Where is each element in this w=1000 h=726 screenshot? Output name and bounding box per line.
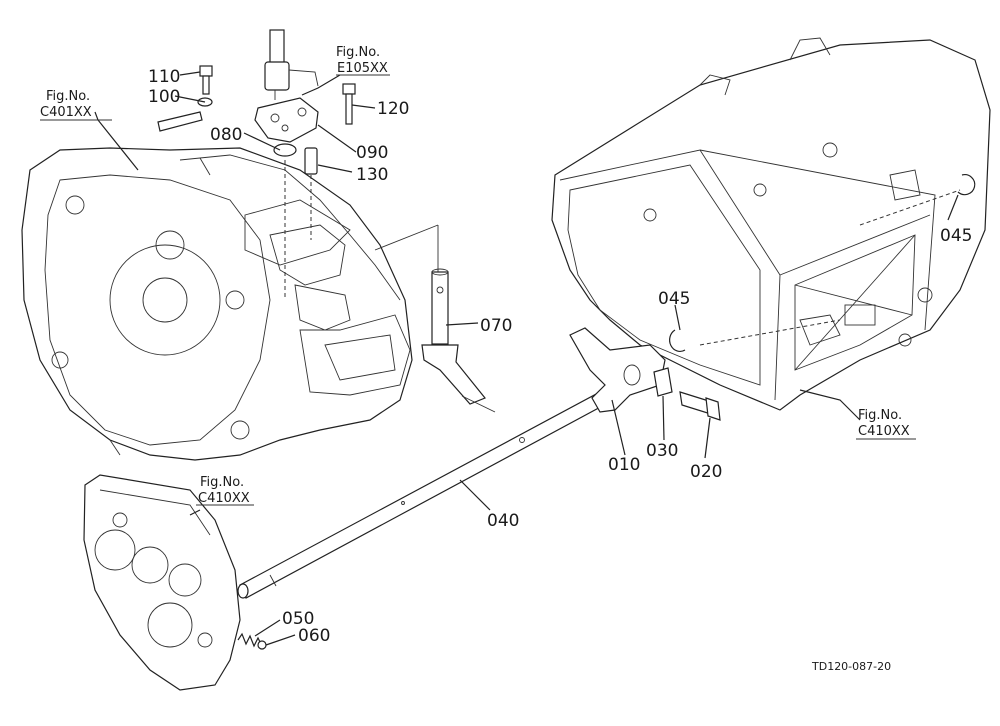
part-label-050: 050 xyxy=(282,609,314,629)
oring-080 xyxy=(273,143,297,157)
ball-060 xyxy=(257,640,267,650)
fig-ref-label-e105: Fig.No. xyxy=(336,45,380,60)
circlip-045-lower xyxy=(669,329,686,353)
part-label-110: 110 xyxy=(148,67,180,87)
part-label-020: 020 xyxy=(690,462,722,482)
fig-ref-code-c410-left: C410XX xyxy=(198,491,250,506)
bolt-120 xyxy=(342,83,356,125)
part-label-130: 130 xyxy=(356,165,388,185)
fig-ref-code-c410-right: C410XX xyxy=(858,424,910,439)
right-transmission-case xyxy=(551,37,991,411)
part-label-030: 030 xyxy=(646,441,678,461)
fig-ref-code-e105: E105XX xyxy=(337,61,388,76)
drawing-code: TD120-087-20 xyxy=(811,660,891,673)
shift-fork xyxy=(569,327,666,413)
left-transmission-housing xyxy=(21,147,413,461)
fork-bolt xyxy=(679,391,721,421)
fig-ref-label-c410-right: Fig.No. xyxy=(858,408,902,423)
lock-plate xyxy=(653,367,673,397)
plate-100 xyxy=(157,111,203,132)
bolt-110 xyxy=(199,65,213,95)
top-bracket-assembly xyxy=(254,29,319,300)
part-label-010: 010 xyxy=(608,455,640,475)
fig-ref-label-c410-left: Fig.No. xyxy=(200,475,244,490)
part-label-070: 070 xyxy=(480,316,512,336)
spring-050 xyxy=(237,632,263,648)
part-label-090: 090 xyxy=(356,143,388,163)
fig-ref-code-c401: C401XX xyxy=(40,105,92,120)
part-label-120: 120 xyxy=(377,99,409,119)
part-label-040: 040 xyxy=(487,511,519,531)
part-label-045-lower: 045 xyxy=(658,289,690,309)
part-label-060: 060 xyxy=(298,626,330,646)
part-label-100: 100 xyxy=(148,87,180,107)
circlip-045-upper xyxy=(957,174,976,196)
part-label-080: 080 xyxy=(210,125,242,145)
fig-ref-label-c401: Fig.No. xyxy=(46,89,90,104)
shift-arm xyxy=(374,224,496,413)
part-label-045-upper: 045 xyxy=(940,226,972,246)
leader-lines xyxy=(40,71,959,646)
lower-left-cover xyxy=(83,474,241,691)
